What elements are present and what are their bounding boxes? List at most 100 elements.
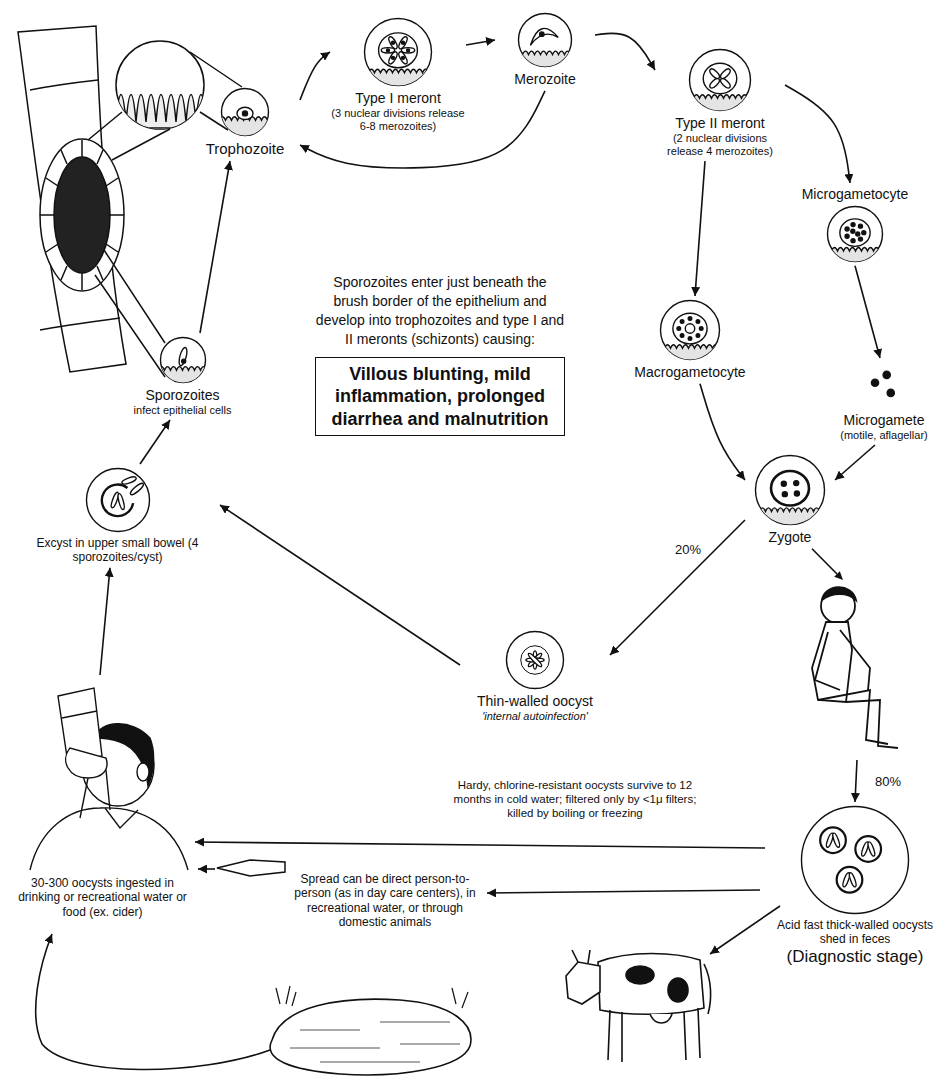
organelle [527,652,543,668]
organelle [685,324,694,333]
organelle [871,379,878,386]
person-collar [105,808,138,828]
brush-border [517,51,573,68]
villi-base [110,127,210,129]
stage-label: Merozoite [514,71,575,88]
cycle-arrow [466,40,495,45]
stage-note: (3 nuclear divisions release 6-8 merozoi… [330,107,466,133]
stage-drawing-lines [30,688,188,870]
brush-border-group [826,247,884,262]
brush-border [688,95,752,112]
stage-label: Microgamete [844,412,925,429]
organelle [703,63,737,94]
stage-label: Excyst in upper small bowel (4 sporozoit… [15,536,220,565]
person-ear [137,763,149,781]
cycle-arrow [300,52,330,100]
glass-liquid [62,711,97,718]
stage-drawing-lines [826,206,884,263]
stage-drawing [860,361,908,409]
person-shirt [30,808,188,870]
stage-drawing-lines [159,338,207,385]
outcome-text: Villous blunting, mild inflammation, pro… [326,363,554,431]
stage-label: Trophozoite [206,140,285,158]
organelle [237,107,253,119]
organelle [781,481,786,486]
organelle [840,219,870,247]
note-group: Sporozoites enter just beneath the brush… [315,270,565,439]
brush-border [659,345,721,361]
villi-clip-group [110,95,210,141]
organelle [794,491,799,496]
stage-node: Zygote [745,451,835,549]
oocyst [837,867,863,893]
person-hand [66,748,107,778]
organelle [699,327,703,331]
cycle-arrow [700,384,745,480]
intestine-villi [40,140,124,290]
cycle-arrow [220,505,460,665]
organelle [401,48,414,53]
cow-drawing [566,950,711,1062]
brush-border-group [517,51,573,68]
stage-drawing-lines [802,807,909,914]
stage-drawing [688,48,752,112]
stage-label: Zygote [769,529,812,546]
person-hair [94,724,154,786]
brush-border [754,508,826,526]
organelle [858,224,862,228]
pond-drawing [270,986,471,1075]
stage-drawing [800,805,910,915]
stage-node: Trophozoite [190,84,300,161]
organelle [719,67,732,80]
stage-note: (2 nuclear divisions release 4 merozoite… [655,132,785,158]
stage-circle [86,469,149,532]
merozoite-shape [530,28,558,45]
organelle [851,229,855,233]
stage-note: (motile, aflagellar) [840,429,927,442]
cow-head [566,962,600,1004]
organelle [832,832,841,848]
stage-node: Type I meront(3 nuclear divisions releas… [330,14,466,136]
stage-drawing [505,630,565,690]
stage-node: Excyst in upper small bowel (4 sporozoit… [15,464,220,568]
cow-legs [608,1008,700,1062]
brush-border [826,247,884,262]
cow-spot [626,966,654,984]
child-arm [840,630,870,690]
stage-node: Type II meront(2 nuclear divisions relea… [655,45,785,161]
cow-tail [704,964,711,1014]
brush-border [159,367,207,384]
edge-label: 80% [870,774,906,790]
stage-label: Type II meront [675,115,764,132]
intestine-drawing [18,26,242,377]
cycle-arrow [812,549,857,802]
stage-drawing-lines [507,632,564,689]
organelle [862,230,866,234]
stage-drawing-lines [220,89,270,138]
stage-drawing [659,299,721,361]
organelle [782,492,787,497]
organelle [391,56,394,59]
organelle [381,48,394,53]
stage-drawing [517,12,573,68]
organelle [696,320,700,324]
cycle-arrow [200,161,230,333]
cow-spot [668,978,688,1002]
brush-border-group [688,95,752,112]
child-hair [822,587,856,600]
stage-drawing-lines [517,14,573,69]
spread-arrow [36,934,270,1070]
organelle [771,471,809,506]
stage-node: Microgametocyte [785,183,925,266]
organelle [397,36,408,50]
child-body [812,622,852,702]
brush-border-group [659,345,721,361]
stage-node: Merozoite [495,9,595,91]
stage-drawing-lines [754,456,826,527]
stage-node: Sporozoitesinfect epithelial cells [115,333,250,420]
brush-border-group [159,367,207,384]
stage-drawing-lines [871,371,894,396]
stage-node: Microgamete(motile, aflagellar) [822,358,946,445]
organelle [858,237,862,241]
organelle [129,482,145,496]
